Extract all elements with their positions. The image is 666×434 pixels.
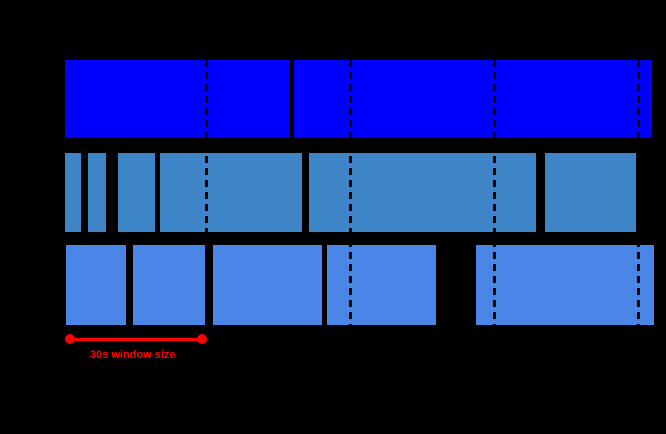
window-boundary-dashed-line — [637, 60, 640, 326]
segment-bar — [309, 153, 536, 232]
segment-bar — [294, 60, 652, 138]
segment-bar — [476, 245, 654, 325]
segment-bar — [213, 245, 322, 325]
segment-bar — [133, 245, 205, 325]
track-3-bottom — [0, 245, 666, 325]
window-size-label: 30s window size — [90, 349, 176, 361]
window-boundary-dashed-line — [493, 60, 496, 326]
segment-bar — [88, 153, 106, 232]
track-1-top — [0, 60, 666, 138]
segment-bar — [66, 245, 126, 325]
segment-bar — [65, 153, 81, 232]
segment-bar — [160, 153, 302, 232]
track-2-middle — [0, 153, 666, 232]
segment-bar — [65, 60, 290, 138]
window-boundary-dashed-line — [205, 60, 208, 326]
segment-bar — [545, 153, 636, 232]
arrow-left-dot — [65, 334, 75, 344]
arrow-right-dot — [197, 334, 207, 344]
window-boundary-dashed-line — [349, 60, 352, 326]
window-size-arrow-line — [68, 338, 204, 341]
segment-bar — [118, 153, 155, 232]
segment-bar — [327, 245, 436, 325]
